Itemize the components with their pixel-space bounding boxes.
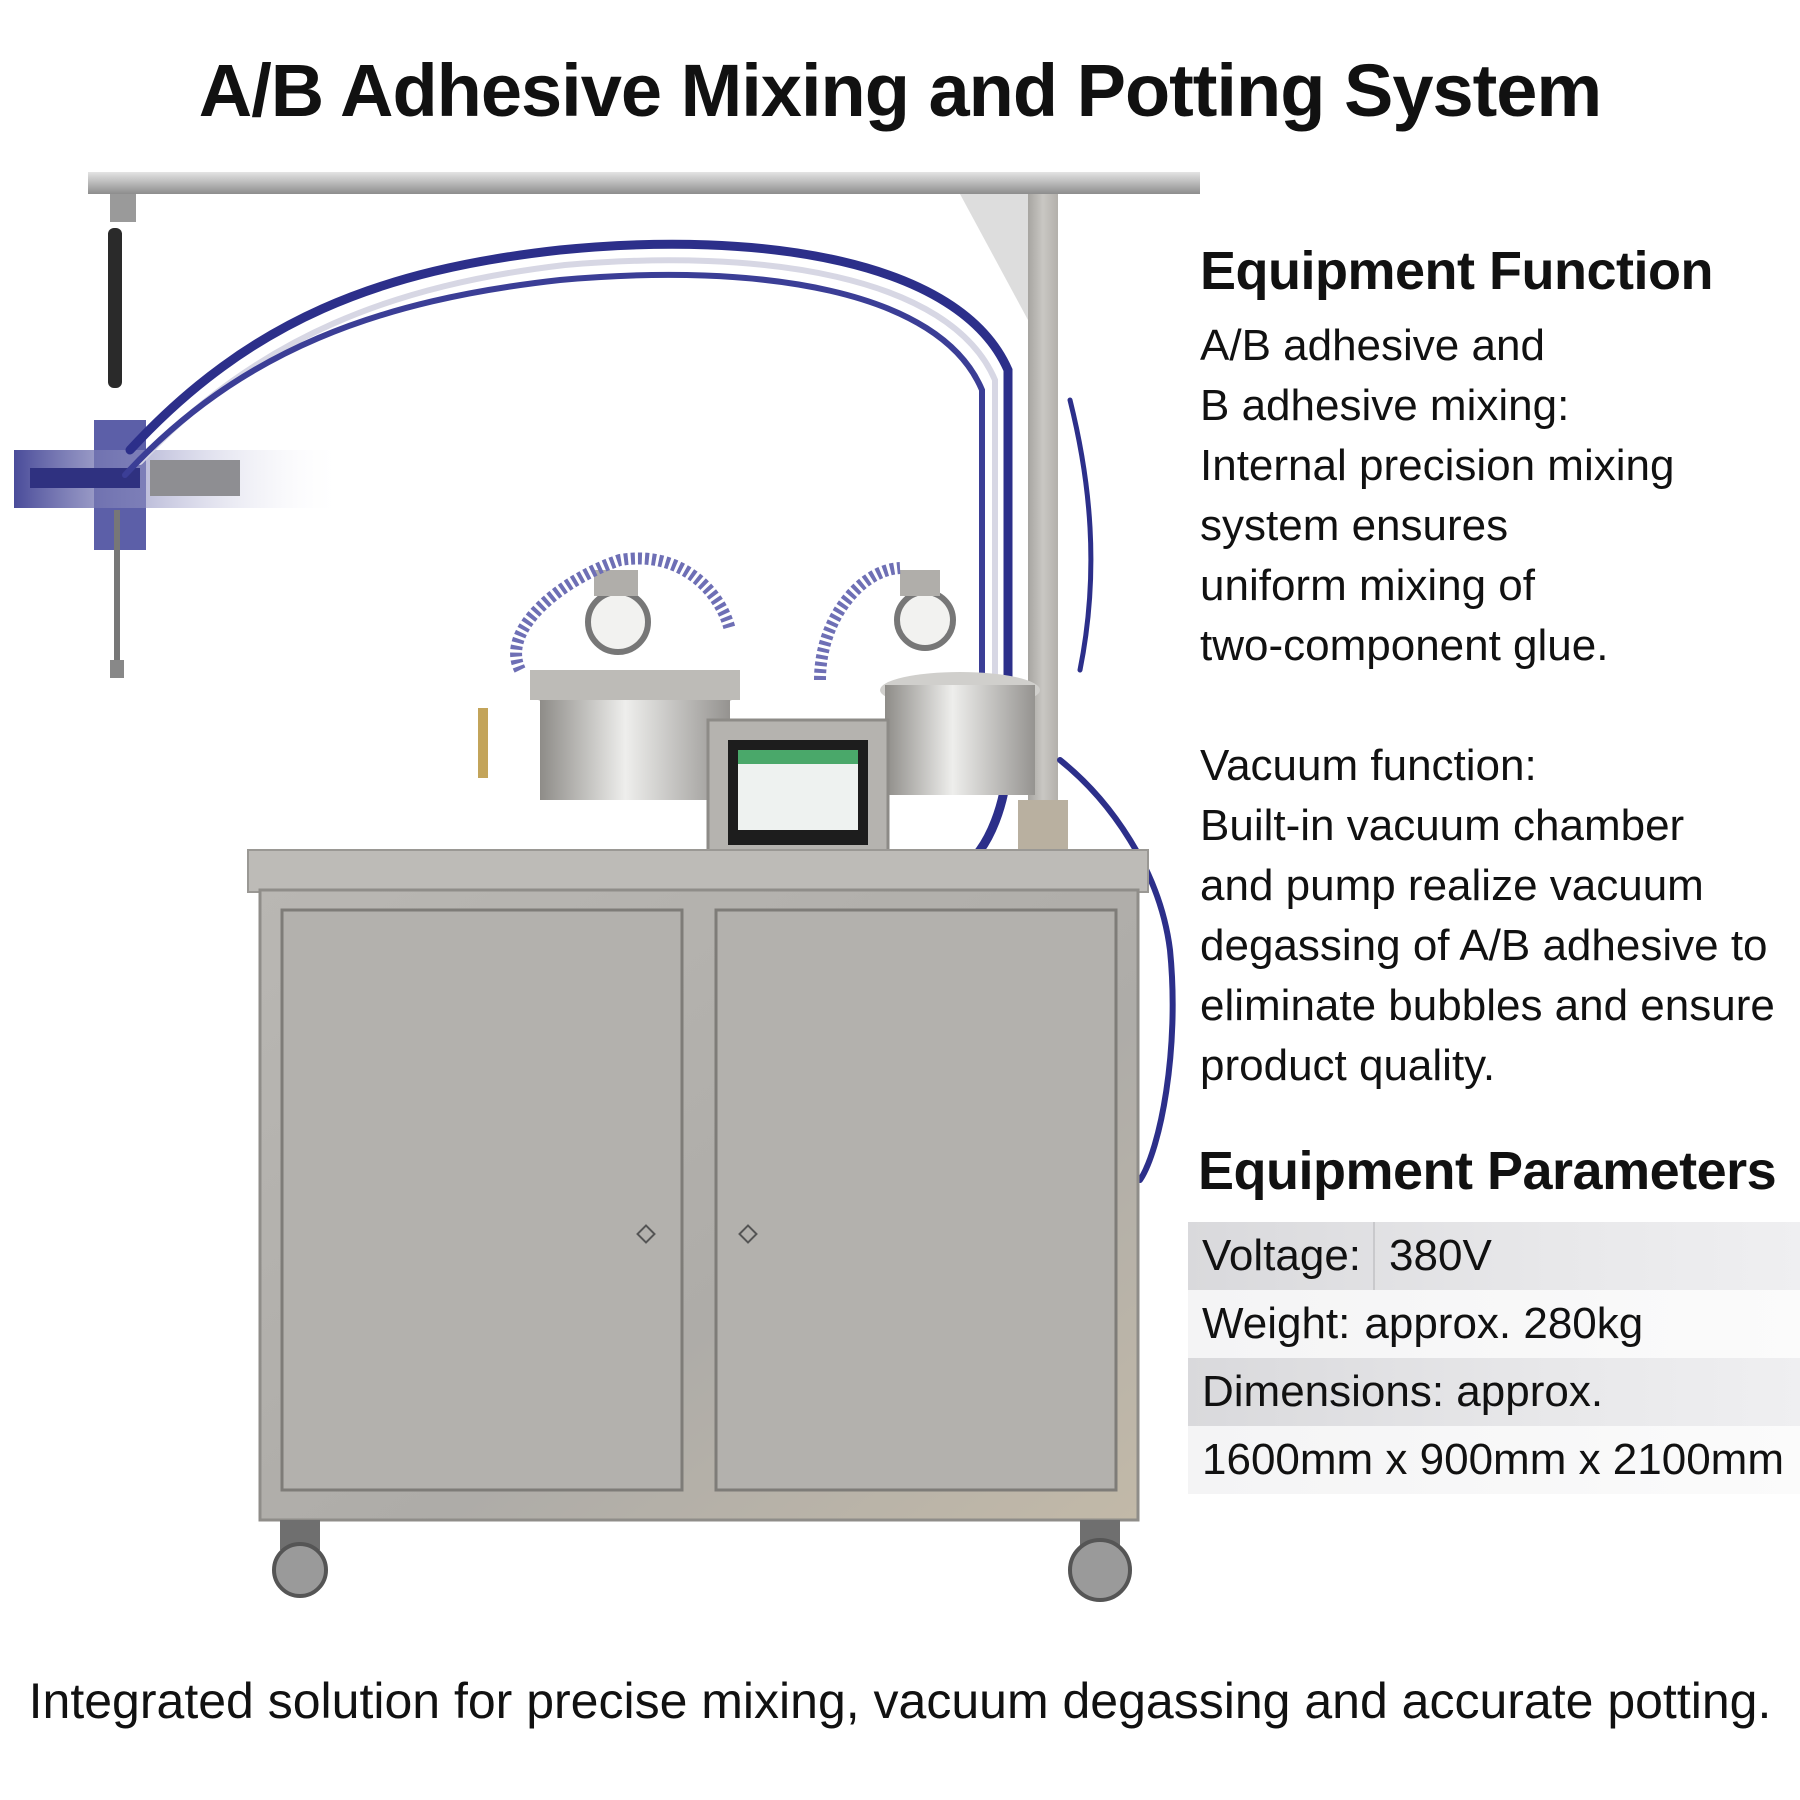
text-line: Vacuum function: xyxy=(1200,741,1537,790)
overhead-boom xyxy=(88,172,1200,194)
parameter-row-dimensions-value: 1600mm x 900mm x 2100mm xyxy=(1188,1426,1800,1494)
text-line: B adhesive mixing: xyxy=(1200,381,1570,430)
casters xyxy=(272,1520,1132,1602)
tank-b xyxy=(814,562,1040,795)
footer-tagline: Integrated solution for precise mixing, … xyxy=(28,1673,1772,1729)
equipment-function-section: Equipment Function A/B adhesive and B ad… xyxy=(1200,240,1790,1096)
tank-a xyxy=(478,552,740,800)
parameter-row-dimensions: Dimensions: approx. xyxy=(1188,1358,1800,1426)
mixing-description: A/B adhesive and B adhesive mixing: Inte… xyxy=(1200,316,1790,1096)
machine-illustration xyxy=(14,172,1200,1602)
parameter-row-voltage: Voltage: 380V xyxy=(1188,1222,1800,1290)
text-line: degassing of A/B adhesive to xyxy=(1200,921,1768,970)
text-line: A/B adhesive and xyxy=(1200,321,1545,370)
equipment-parameters-heading: Equipment Parameters xyxy=(1198,1141,1777,1201)
voltage-label: Voltage: xyxy=(1188,1222,1376,1290)
text-line: Internal precision mixing xyxy=(1200,441,1675,490)
weight-label: Weight: xyxy=(1202,1299,1351,1348)
parameter-row-weight: Weight: approx. 280kg xyxy=(1188,1290,1800,1358)
dispensing-arm xyxy=(14,194,344,678)
text-line: and pump realize vacuum xyxy=(1200,861,1704,910)
equipment-function-heading: Equipment Function xyxy=(1200,241,1713,301)
cabinet xyxy=(247,849,1149,1522)
page-title: A/B Adhesive Mixing and Potting System xyxy=(198,49,1602,132)
weight-value: approx. 280kg xyxy=(1364,1299,1644,1348)
voltage-value: 380V xyxy=(1389,1231,1492,1280)
dimensions-label: Dimensions: approx. xyxy=(1202,1367,1604,1416)
text-line: two-component glue. xyxy=(1200,621,1609,670)
parameters-table: Voltage: 380V Weight: approx. 280kg Dime… xyxy=(1188,1222,1800,1494)
text-line: Built-in vacuum chamber xyxy=(1200,801,1685,850)
text-line: system ensures xyxy=(1200,501,1509,550)
dimensions-value: 1600mm x 900mm x 2100mm xyxy=(1202,1435,1784,1484)
text-line: eliminate bubbles and ensure xyxy=(1200,981,1775,1030)
text-line: product quality. xyxy=(1200,1041,1496,1090)
text-line: uniform mixing of xyxy=(1200,561,1536,610)
